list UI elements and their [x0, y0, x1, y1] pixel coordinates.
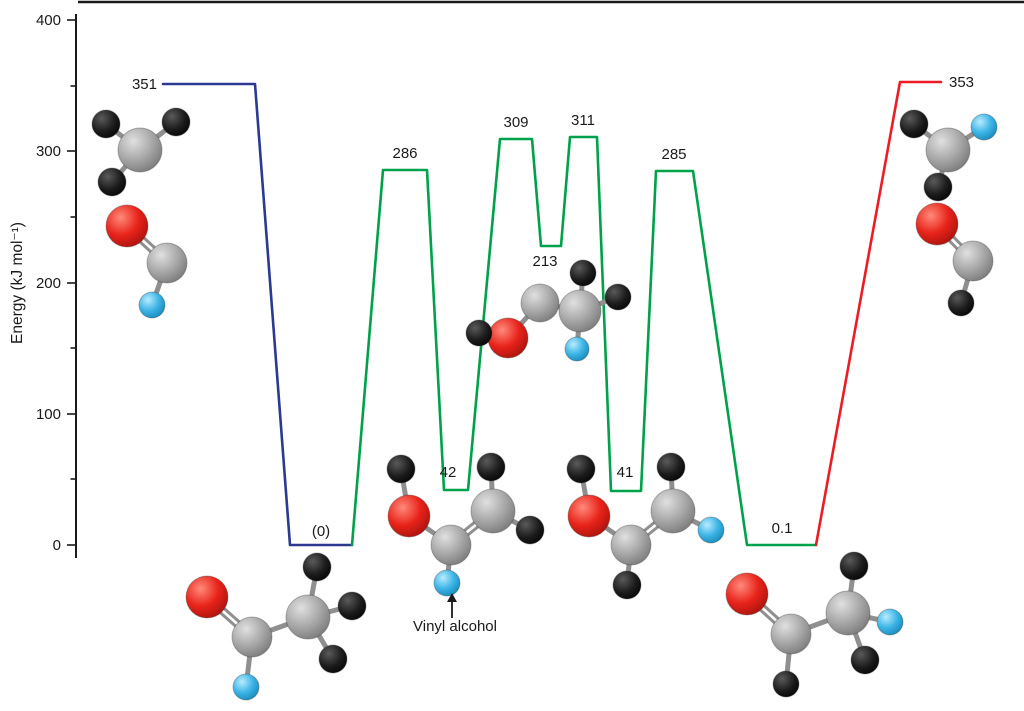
labeled-hydrogen-atom [232, 673, 260, 701]
energy-label-311: 311 [571, 112, 595, 129]
carbon-atom [650, 488, 696, 534]
energy-label-0-1: 0.1 [772, 520, 793, 537]
energy-label-286: 286 [392, 145, 417, 162]
hydrogen-atom [566, 454, 596, 484]
hydrogen-atom [91, 109, 121, 139]
carbon-atom [470, 488, 516, 534]
molecule-formyl-radical-right [915, 202, 994, 317]
molecule-acetaldehyde-right [725, 551, 904, 698]
oxygen-atom [567, 494, 611, 538]
exit-channel-path [814, 80, 943, 547]
vinyl-alcohol-label: Vinyl alcohol [413, 618, 497, 635]
hydrogen-atom [850, 645, 880, 675]
energy-label-0: (0) [312, 523, 330, 540]
labeled-hydrogen-atom [697, 516, 725, 544]
energy-profile [161, 80, 943, 547]
molecule-vinyl-alcohol-1 [386, 452, 545, 597]
hydrogen-atom [923, 172, 953, 202]
hydrogen-atom [656, 452, 686, 482]
energy-label-309: 309 [503, 114, 528, 131]
energy-label-42: 42 [440, 464, 457, 481]
hydrogen-atom [337, 591, 367, 621]
entrance-channel-path [161, 82, 354, 547]
carbon-atom [285, 594, 331, 640]
energy-label-213: 213 [532, 253, 557, 270]
oxygen-atom [105, 204, 149, 248]
hydrogen-atom [899, 109, 929, 139]
carbon-atom [430, 524, 472, 566]
y-axis-title: Energy (kJ mol⁻¹) [9, 222, 26, 344]
hydrogen-atom [515, 515, 545, 545]
isomerization-path [350, 135, 818, 547]
labeled-hydrogen-atom [564, 336, 590, 362]
carbon-atom [925, 127, 971, 173]
hydrogen-atom [386, 454, 416, 484]
carbon-atom [146, 242, 188, 284]
molecule-methyl-radical-right [899, 109, 998, 202]
carbon-atom [770, 613, 812, 655]
energy-labels: 351 (0) 286 42 309 213 311 41 285 0.1 35… [132, 74, 974, 540]
molecule-intermediate-213 [465, 259, 632, 362]
y-tick-label: 0 [53, 537, 61, 554]
carbon-atom [231, 616, 273, 658]
energy-label-285: 285 [661, 146, 686, 163]
carbon-atom [952, 240, 994, 282]
labeled-hydrogen-atom [138, 291, 166, 319]
carbon-atom [117, 127, 163, 173]
oxygen-atom [185, 575, 229, 619]
hydrogen-atom [302, 552, 332, 582]
carbon-atom [825, 590, 871, 636]
vinyl-alcohol-annotation: Vinyl alcohol [413, 593, 497, 635]
carbon-atom [610, 524, 652, 566]
molecule-formyl-radical-left [105, 204, 188, 319]
carbon-atom [558, 289, 602, 333]
hydrogen-atom [604, 283, 632, 311]
labeled-hydrogen-atom [876, 608, 904, 636]
hydrogen-atom [318, 644, 348, 674]
oxygen-atom [915, 202, 959, 246]
energy-label-353: 353 [949, 74, 974, 91]
hydrogen-atom [839, 551, 869, 581]
labeled-hydrogen-atom [433, 569, 461, 597]
energy-label-41: 41 [617, 464, 634, 481]
hydrogen-atom [612, 570, 642, 600]
hydrogen-atom [947, 289, 975, 317]
hydrogen-atom [97, 167, 127, 197]
hydrogen-atom [161, 107, 191, 137]
oxygen-atom [387, 494, 431, 538]
hydrogen-atom [465, 319, 493, 347]
energy-label-351: 351 [132, 76, 157, 93]
molecule-methyl-radical-left [91, 107, 191, 197]
y-tick-label: 200 [36, 275, 61, 292]
hydrogen-atom [476, 452, 506, 482]
carbon-atom [520, 283, 560, 323]
annotation-arrowhead-icon [447, 593, 457, 602]
y-tick-label: 100 [36, 406, 61, 423]
labeled-hydrogen-atom [970, 113, 998, 141]
hydrogen-atom [569, 259, 597, 287]
oxygen-atom [487, 317, 529, 359]
y-tick-label: 300 [36, 143, 61, 160]
molecule-acetaldehyde-left [185, 552, 367, 701]
y-tick-label: 400 [36, 12, 61, 29]
oxygen-atom [725, 572, 769, 616]
molecule-vinyl-alcohol-2 [566, 452, 725, 600]
y-axis: 400 300 200 100 0 Energy (kJ mol⁻¹) [9, 12, 77, 558]
hydrogen-atom [772, 670, 800, 698]
